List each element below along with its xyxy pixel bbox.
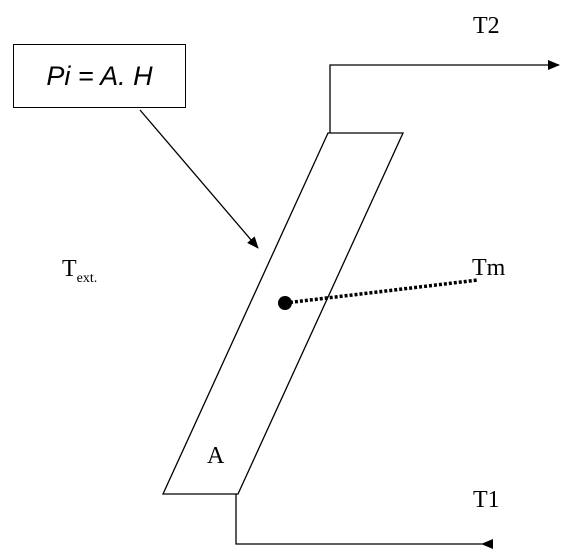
exterior-temperature-base: T bbox=[62, 256, 77, 282]
mean-temperature-point bbox=[278, 296, 292, 310]
exterior-temperature-label: Text. bbox=[62, 257, 97, 286]
exterior-temperature-subscript: ext. bbox=[76, 271, 98, 286]
inlet-pipe bbox=[235, 494, 493, 549]
mean-temperature-line bbox=[284, 278, 479, 305]
inlet-temperature-label: T1 bbox=[473, 487, 500, 513]
formula-text: Pi = A. H bbox=[46, 60, 153, 91]
irradiance-arrow bbox=[139, 109, 259, 249]
mean-temperature-label: Tm bbox=[472, 255, 506, 281]
formula-box: Pi = A. H bbox=[13, 44, 186, 108]
outlet-pipe bbox=[329, 60, 560, 133]
outlet-temperature-label: T2 bbox=[473, 13, 500, 39]
collector-panel bbox=[161, 132, 405, 495]
area-label: A bbox=[207, 443, 225, 469]
